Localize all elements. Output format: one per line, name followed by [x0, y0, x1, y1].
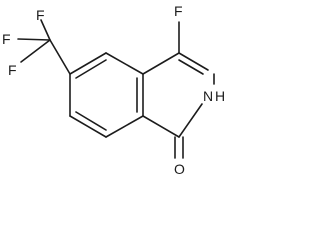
bond-c8a-c8 [105, 115, 144, 138]
bond-c6-c5 [69, 52, 107, 75]
fluorine-atom-label: F [36, 7, 45, 23]
bond-cf3-f-bottom [20, 39, 51, 63]
bond-c4a-c4 [142, 52, 180, 75]
molecule-structure: F F F F N H O [2, 3, 225, 177]
bond-c8-c7-inner [75, 111, 107, 131]
bond-cf3-f-left [17, 38, 51, 41]
bond-c4-c3-inner [178, 59, 204, 75]
oxygen-atom-label: O [174, 161, 185, 177]
fluorine-atom-label: F [174, 3, 183, 19]
bond-c5-c4a [105, 52, 144, 75]
fluorine-atom-label: F [2, 31, 11, 47]
atom-labels: F F F F N H O [2, 3, 225, 177]
nitrogen-atom-label: N [203, 88, 213, 104]
bond-n-c1 [178, 103, 203, 138]
bond-c6-c5-inner [75, 59, 107, 79]
fluorine-atom-label: F [8, 62, 17, 78]
bond-c8-c7 [69, 115, 107, 138]
hydrogen-atom-label: H [215, 88, 225, 104]
bond-c4-c3 [178, 52, 209, 71]
bonds [17, 19, 215, 159]
bond-c1-c8a [142, 115, 180, 138]
bond-cf3-f-top [40, 19, 51, 41]
bond-cf3-ring [49, 39, 71, 75]
